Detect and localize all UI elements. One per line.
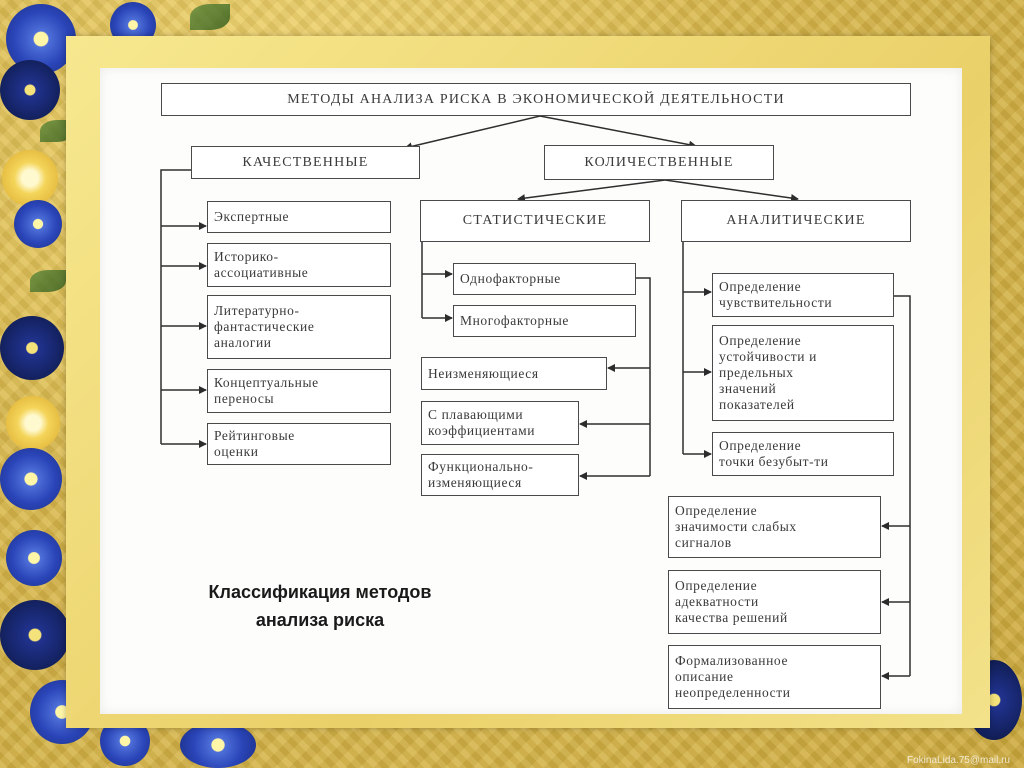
watermark: FokinaLida.75@mail.ru [907,755,1010,766]
method-box: Однофакторные [453,263,636,295]
diagram-title: МЕТОДЫ АНАЛИЗА РИСКА В ЭКОНОМИЧЕСКОЙ ДЕЯ… [161,83,911,116]
category-qualitative: КАЧЕСТВЕННЫЕ [191,146,420,179]
method-box: Формализованное описание неопределенност… [668,645,881,709]
method-box: Многофакторные [453,305,636,337]
category-statistical: СТАТИСТИЧЕСКИЕ [420,200,650,242]
flower-decoration [0,448,62,510]
method-box: С плавающими коэффициентами [421,401,579,445]
leaf-decoration [40,120,74,142]
leaf-decoration [190,4,230,30]
slide-caption: Классификация методов анализа риска [208,582,432,630]
method-box: Определение чувствительности [712,273,894,317]
leaf-decoration [30,270,66,292]
flower-decoration [0,60,60,120]
method-box: Историко- ассоциативные [207,243,391,287]
method-box: Функционально- изменяющиеся [421,454,579,496]
flower-decoration [6,530,62,586]
method-box: Литературно- фантастические аналогии [207,295,391,359]
category-quantitative: КОЛИЧЕСТВЕННЫЕ [544,145,774,180]
flower-decoration [180,722,256,768]
method-box: Экспертные [207,201,391,233]
flower-decoration [14,200,62,248]
method-box: Определение устойчивости и предельных зн… [712,325,894,421]
flower-decoration [0,600,70,670]
method-box: Определение значимости слабых сигналов [668,496,881,558]
flower-decoration [0,316,64,380]
method-box: Неизменяющиеся [421,357,607,390]
method-box: Определение точки безубыт-ти [712,432,894,476]
category-analytical: АНАЛИТИЧЕСКИЕ [681,200,911,242]
method-box: Концептуальные переносы [207,369,391,413]
flower-decoration [2,150,58,206]
method-box: Определение адекватности качества решени… [668,570,881,634]
method-box: Рейтинговые оценки [207,423,391,465]
flower-decoration [6,396,60,450]
